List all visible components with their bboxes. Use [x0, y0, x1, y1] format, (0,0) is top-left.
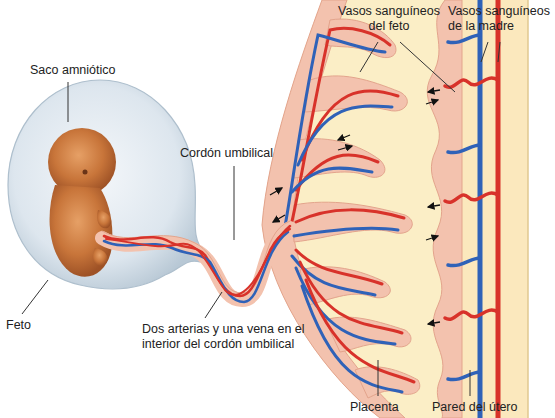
part-label: Placenta [350, 400, 420, 415]
part-label: Vasos sanguíneos de la madre [448, 4, 551, 34]
amniotic-sac [8, 80, 205, 289]
intervillous-space [262, 0, 462, 418]
uterine-wall [460, 0, 528, 418]
part-label: Feto [6, 318, 46, 333]
fetus [48, 128, 116, 277]
part-label: Vasos sanguíneos del feto [335, 4, 443, 34]
part-label: Cordón umbilical [180, 146, 300, 161]
part-label: Pared del útero [432, 400, 547, 415]
part-label: Saco amniótico [30, 63, 140, 78]
part-label: Dos arterias y una vena en el interior d… [142, 322, 314, 352]
